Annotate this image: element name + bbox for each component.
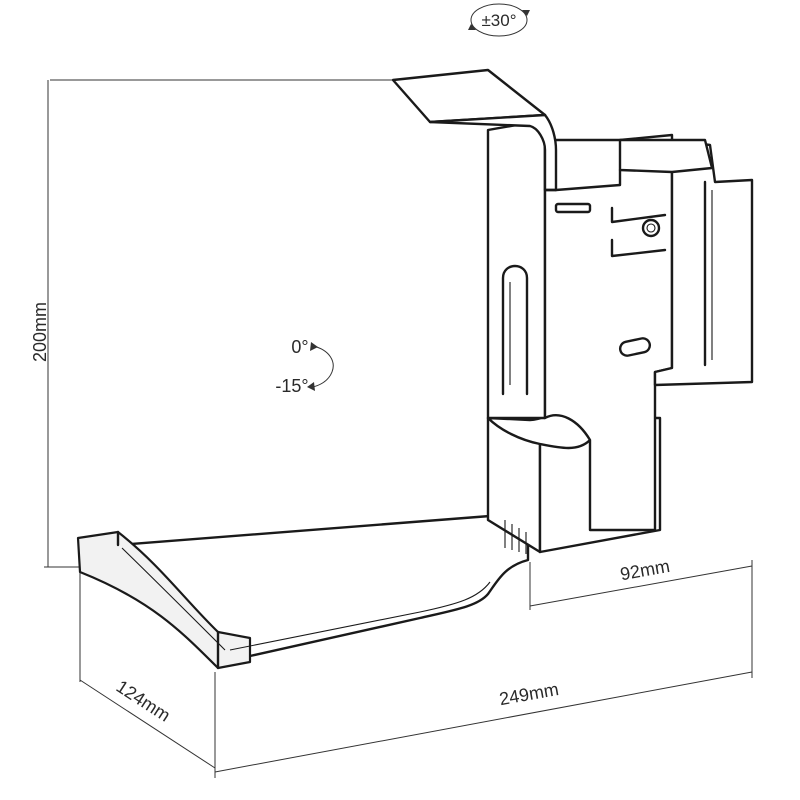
backplate <box>486 118 674 532</box>
tilt-indicator <box>307 342 334 391</box>
tray-floor <box>116 514 530 658</box>
side-slot <box>501 264 529 396</box>
height-dimension <box>44 79 395 568</box>
tray-front-lip <box>76 530 252 670</box>
depth-dimension <box>79 570 216 778</box>
wall-plate-front <box>653 138 754 387</box>
tilt-bottom-label: -15° <box>275 376 308 396</box>
tilt-top-label: 0° <box>291 337 308 357</box>
back-width-label: 92mm <box>619 556 672 584</box>
backplate-side <box>486 118 547 420</box>
width-dimension <box>214 560 753 773</box>
swivel-arrow-icon <box>470 3 528 37</box>
tilt-arrow-icon <box>311 345 334 388</box>
lower-slot <box>618 337 652 357</box>
base-tray <box>76 514 530 670</box>
height-label: 200mm <box>30 302 50 362</box>
width-label: 249mm <box>498 679 561 709</box>
adjust-screw <box>641 218 661 238</box>
upper-keyhole-slot <box>610 206 667 258</box>
hook-top-surface <box>391 68 547 124</box>
swivel-indicator <box>468 3 530 37</box>
wall-plate <box>618 138 754 387</box>
wall-plate-top <box>618 138 714 174</box>
depth-label: 124mm <box>113 676 174 725</box>
swivel-angle-label: ±30° <box>481 11 516 30</box>
label-slot <box>554 202 592 214</box>
top-hook <box>391 68 622 192</box>
back-width-dimension <box>529 562 753 610</box>
